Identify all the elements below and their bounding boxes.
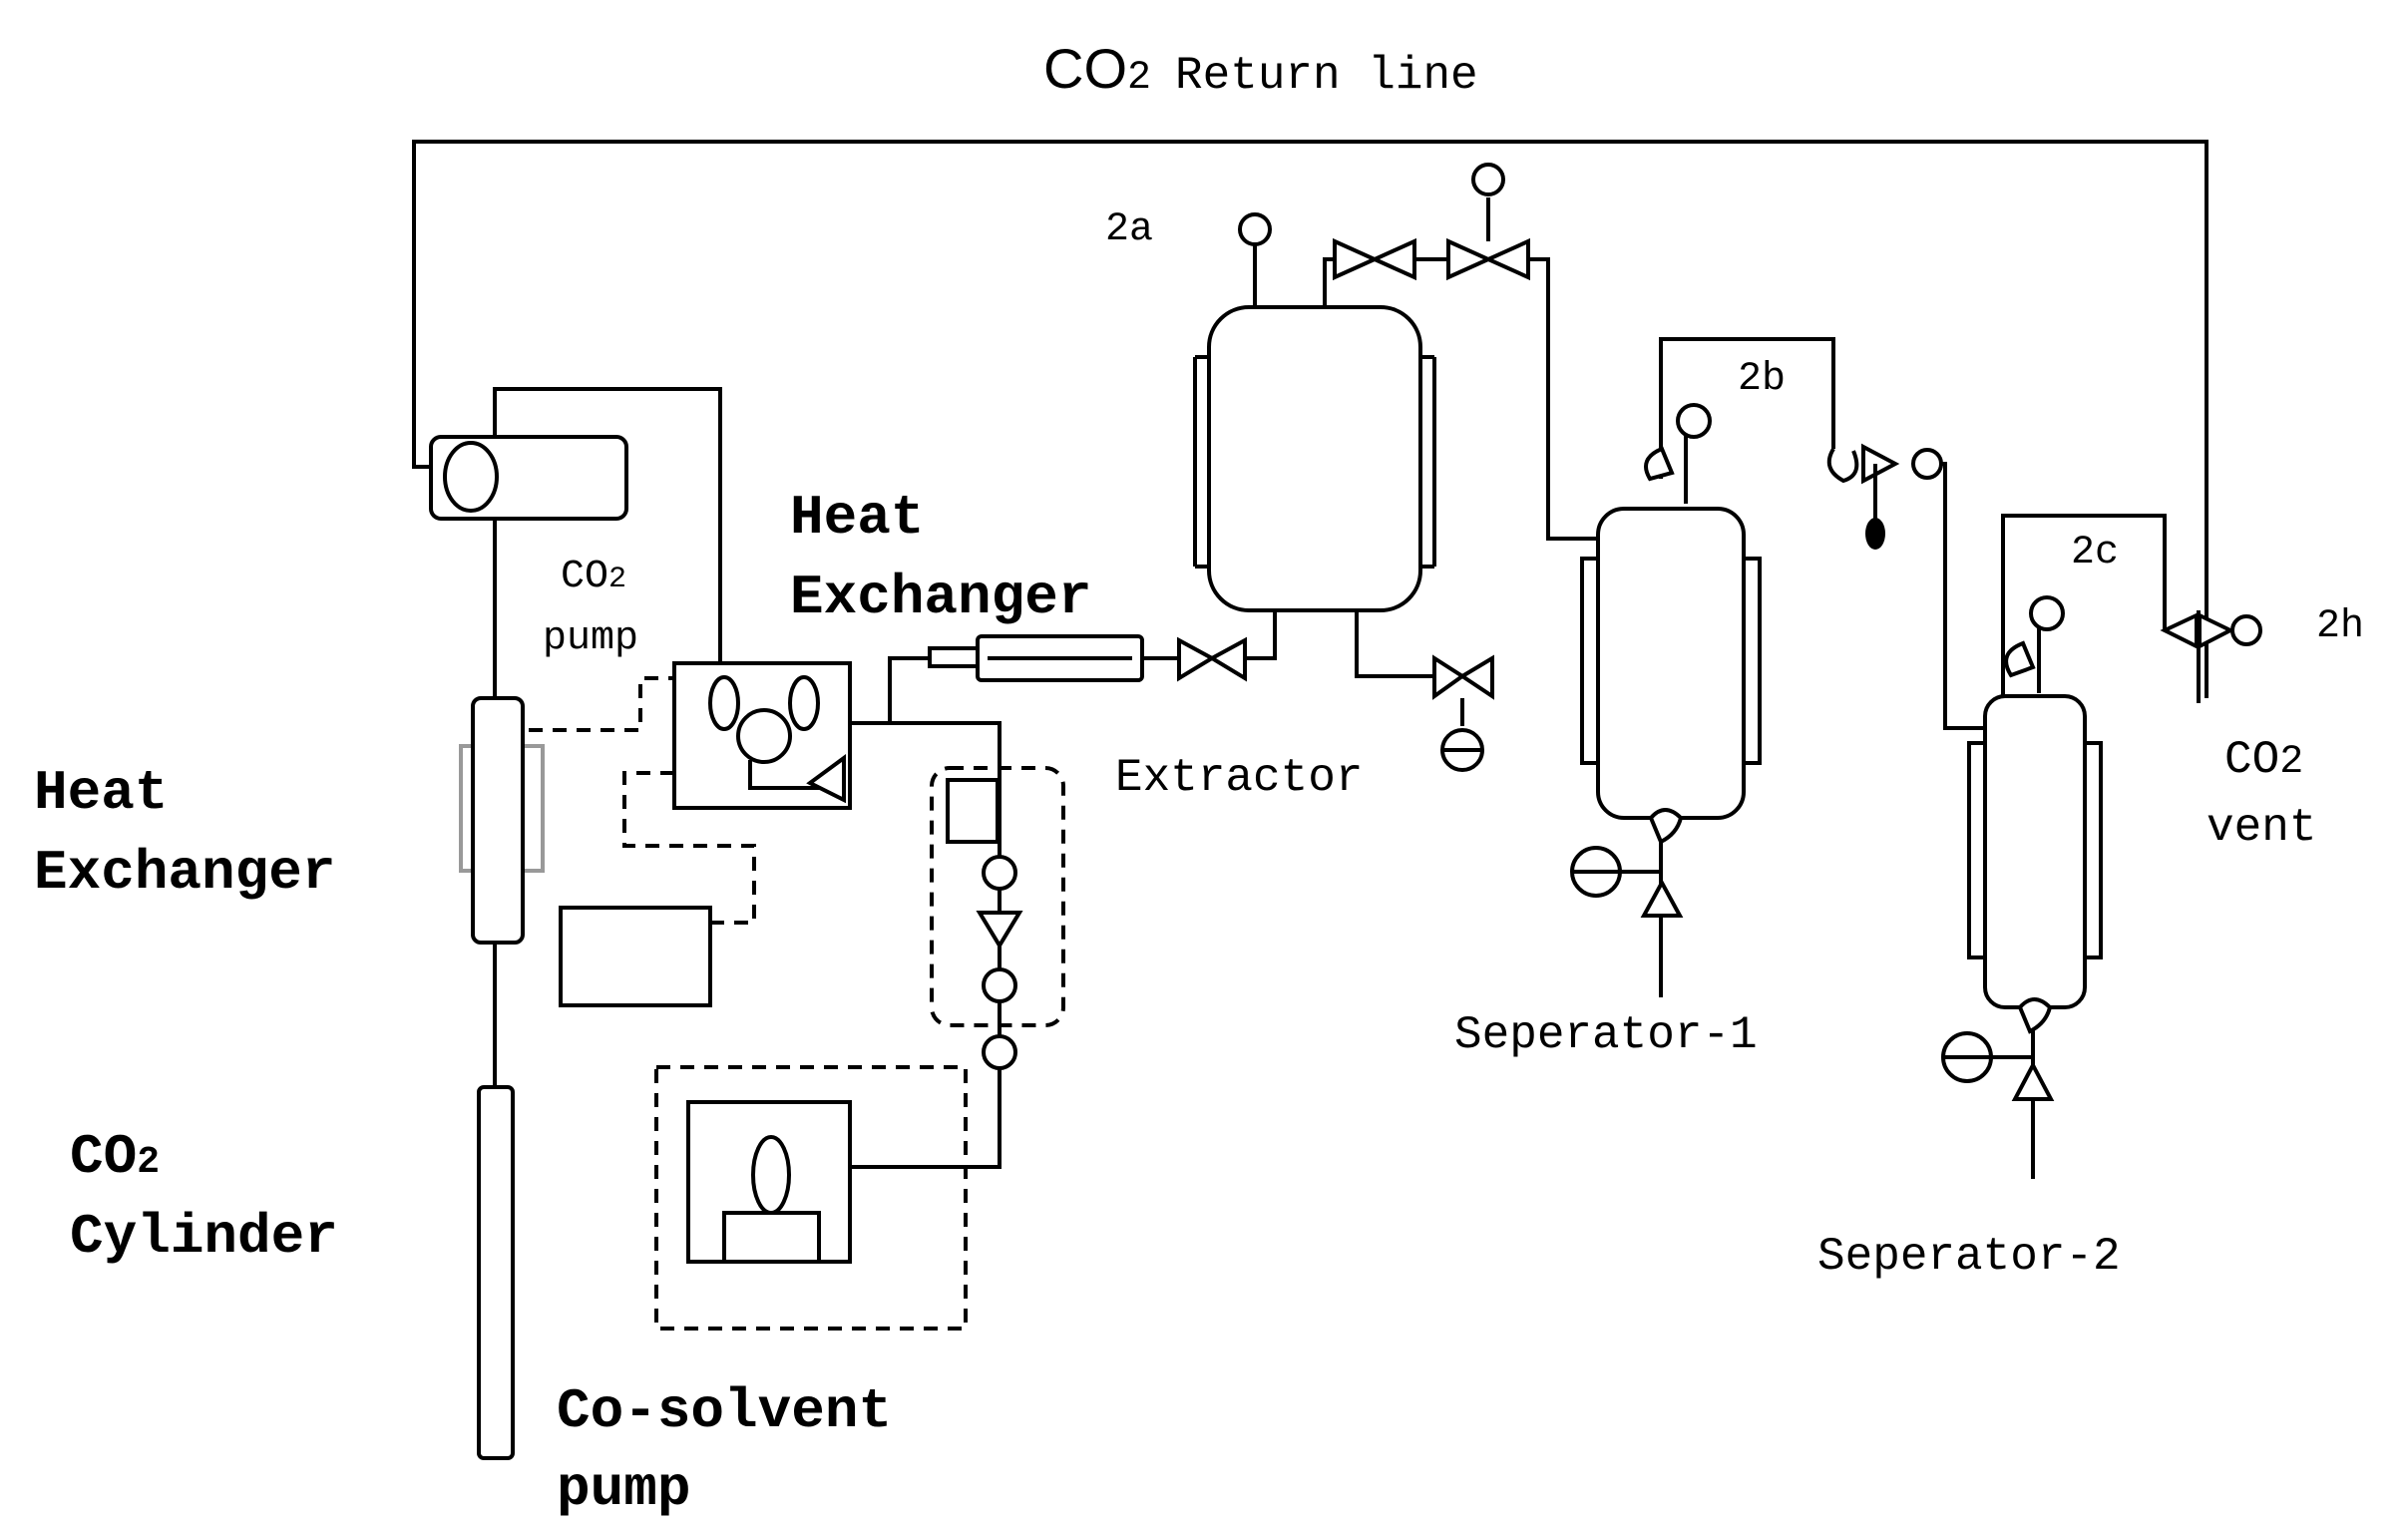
co2-chiller <box>429 435 628 521</box>
label-co-solvent-pump-line1: Co-solvent <box>557 1379 892 1443</box>
control-line-1 <box>529 676 674 732</box>
tag-2b: 2b <box>1738 357 1786 402</box>
co2-return-line <box>412 140 2208 698</box>
valve-top-1 <box>1333 237 1416 281</box>
pipe-to-extractor-bottom <box>1245 610 1277 660</box>
label-separator-2: Seperator-2 <box>1817 1231 2121 1283</box>
label-co2-vent-line2: vent <box>2207 802 2316 854</box>
piping <box>412 140 2208 1179</box>
pipe-separator-2-outlet <box>2001 514 2167 698</box>
co-solvent-filter-group <box>930 766 1065 1070</box>
label-heat-exchanger-1-line2: Exchanger <box>34 841 335 905</box>
co-solvent-pump <box>654 1065 968 1331</box>
tag-2c: 2c <box>2071 531 2119 575</box>
label-heat-exchanger-2-line2: Exchanger <box>790 566 1091 629</box>
label-co2-pump-line1: CO2 <box>561 555 626 599</box>
controller-box <box>559 906 712 1007</box>
valve-top-2 <box>1446 163 1530 281</box>
label-heat-exchanger-1-line1: Heat <box>34 761 168 825</box>
pipe-extractor-top-outlet <box>1323 257 1335 307</box>
co2-pump <box>672 661 852 810</box>
valve-extractor-drain <box>1432 654 1494 700</box>
label-co2-cylinder-line2: Cylinder <box>70 1205 338 1269</box>
valve-2b <box>1826 443 1943 550</box>
separator-1-vessel <box>1570 403 1762 918</box>
pipe-separator-1-outlet <box>1659 337 1835 479</box>
separator-2-vessel <box>1941 595 2103 1101</box>
label-heat-exchanger-2-line1: Heat <box>790 486 924 550</box>
tag-2h: 2h <box>2316 604 2364 649</box>
tag-2a: 2a <box>1105 207 1153 252</box>
heat-exchanger-1 <box>459 696 545 945</box>
pipe-co2-pump-loop <box>493 387 722 663</box>
pipe-extractor-drain <box>1355 610 1434 678</box>
extractor-drain-gauge-icon <box>1440 728 1484 772</box>
label-co-solvent-pump-line2: pump <box>557 1457 690 1521</box>
label-co2-cylinder-line1: CO2 <box>70 1125 160 1189</box>
label-co2-pump-line2: pump <box>543 616 638 661</box>
valve-2h-vent <box>2160 610 2262 658</box>
control-line-2 <box>622 771 756 925</box>
co2-cylinder <box>477 1085 515 1460</box>
extractor-vessel <box>1193 212 1436 612</box>
label-extractor: Extractor <box>1115 752 1363 804</box>
heat-exchanger-2 <box>928 634 1144 682</box>
label-co2-vent-line1: CO2 <box>2224 734 2303 786</box>
pipe-to-separator-2 <box>1941 462 1985 730</box>
valve-extractor-inlet <box>1177 636 1247 682</box>
pipe-to-separator-1 <box>1528 257 1598 541</box>
label-separator-1: Seperator-1 <box>1454 1009 1758 1061</box>
